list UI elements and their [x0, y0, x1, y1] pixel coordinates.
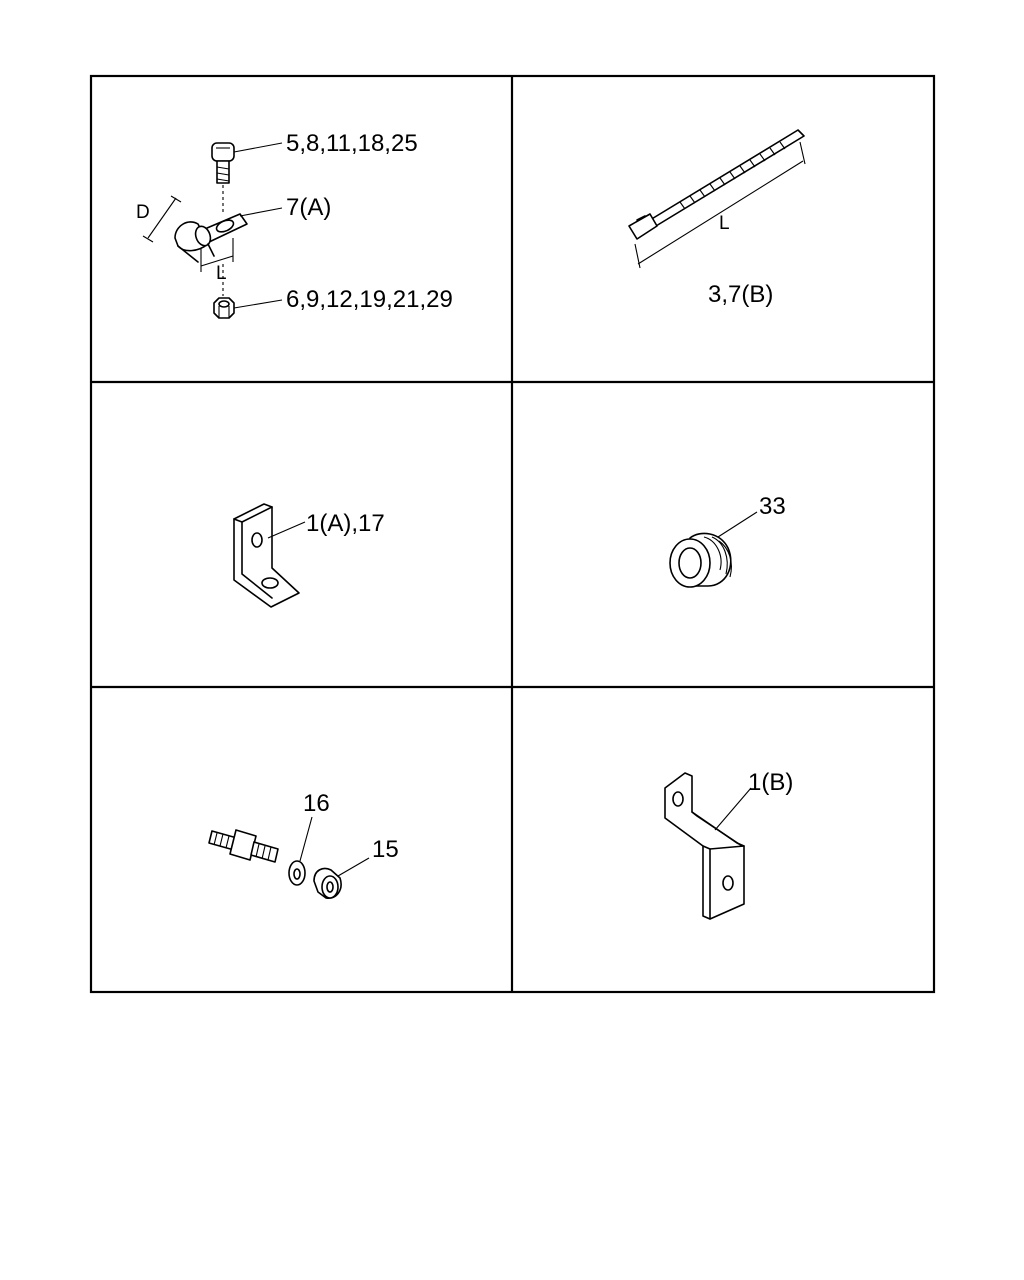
panel-l-bracket: 1(A),17 — [233, 503, 385, 608]
nut-icon — [313, 867, 342, 900]
nut-label-15: 15 — [372, 836, 399, 863]
nut-icon — [213, 297, 235, 319]
l-bracket-icon — [233, 503, 300, 608]
panel-grid — [89, 74, 936, 994]
dim-l-label: L — [216, 263, 227, 284]
dimension-l-icon — [200, 238, 234, 272]
panel-z-bracket: 1(B) — [664, 769, 793, 920]
l-bracket-label: 1(A),17 — [306, 510, 385, 537]
cable-tie-icon — [628, 129, 805, 240]
panel-cable-tie: L 3,7(B) — [628, 129, 806, 308]
dim-d-label: D — [136, 202, 150, 223]
stud-icon — [208, 829, 279, 863]
panel-grommet: 33 — [669, 493, 786, 588]
bolt-label: 5,8,11,18,25 — [286, 130, 418, 157]
panel-stud: 16 15 — [208, 790, 399, 900]
grommet-icon — [669, 532, 732, 588]
z-bracket-label: 1(B) — [748, 769, 793, 796]
dimension-l-icon — [634, 141, 806, 269]
z-bracket-icon — [664, 772, 745, 920]
clip-icon — [174, 213, 248, 263]
tie-dim-l-label: L — [719, 213, 730, 234]
washer-icon — [288, 860, 306, 886]
panel-clip: 5,8,11,18,25 7(A) D L — [136, 130, 453, 319]
nut-label: 6,9,12,19,21,29 — [286, 286, 453, 313]
dimension-d-icon — [142, 195, 182, 243]
cable-tie-label: 3,7(B) — [708, 281, 773, 308]
grommet-label: 33 — [759, 493, 786, 520]
bolt-icon — [211, 142, 235, 184]
washer-label: 16 — [303, 790, 330, 817]
clip-label: 7(A) — [286, 194, 331, 221]
